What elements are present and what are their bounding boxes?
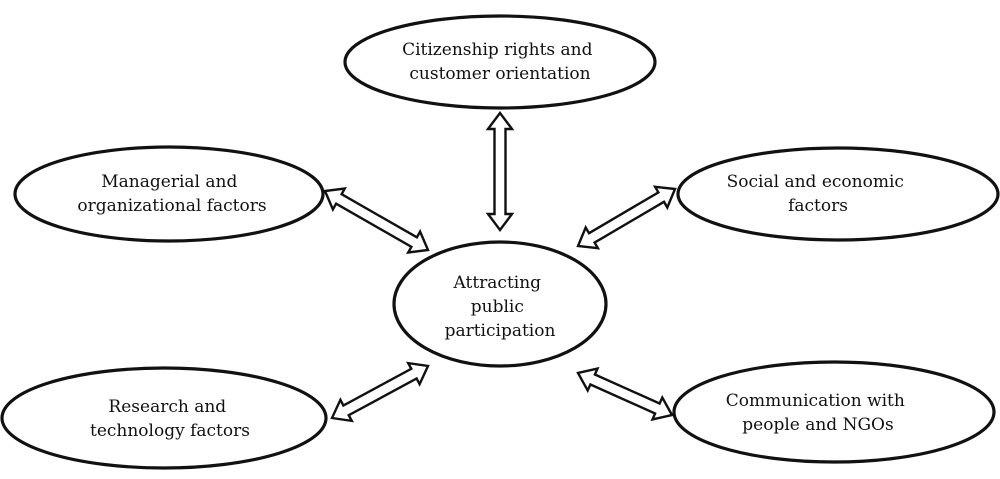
lower-left-node: Research and technology factors — [0, 366, 328, 470]
arrow-lower-left — [330, 361, 430, 423]
top-node-label: Citizenship rights and customer orientat… — [402, 40, 598, 84]
upper-left-node-ellipse — [13, 145, 325, 243]
arrow-upper-right — [576, 185, 677, 250]
center-node-line-3: participation — [445, 321, 556, 341]
center-node-label: Attracting public participation — [445, 273, 556, 341]
top-node-line-2: customer orientation — [409, 64, 590, 84]
lower-right-node-line-2: people and NGOs — [742, 415, 893, 435]
center-node: Attracting public participation — [392, 240, 608, 368]
upper-right-node: Social and economic factors — [676, 146, 1000, 242]
upper-left-node: Managerial and organizational factors — [13, 145, 325, 243]
upper-right-node-line-2: factors — [788, 196, 848, 216]
lower-right-node-label: Communication with people and NGOs — [726, 391, 911, 435]
upper-left-node-label: Managerial and organizational factors — [77, 172, 266, 216]
upper-right-node-label: Social and economic factors — [727, 172, 910, 216]
arrows-group — [323, 111, 677, 423]
lower-right-node-ellipse — [672, 360, 996, 464]
lower-left-node-line-1: Research and — [108, 397, 226, 417]
lower-left-node-label: Research and technology factors — [90, 397, 250, 441]
arrow-lower-right — [576, 366, 674, 422]
lower-right-node-line-1: Communication with — [726, 391, 905, 411]
top-node-ellipse — [343, 14, 657, 110]
top-node-line-1: Citizenship rights and — [402, 40, 593, 60]
arrow-top — [485, 111, 515, 232]
center-node-line-1: Attracting — [453, 273, 542, 293]
upper-left-node-line-2: organizational factors — [77, 196, 266, 216]
center-node-line-2: public — [471, 297, 524, 317]
top-node: Citizenship rights and customer orientat… — [343, 14, 657, 110]
lower-left-node-line-2: technology factors — [90, 421, 250, 441]
lower-right-node: Communication with people and NGOs — [672, 360, 996, 464]
upper-left-node-line-1: Managerial and — [101, 172, 237, 192]
upper-right-node-line-1: Social and economic — [727, 172, 904, 192]
upper-right-node-ellipse — [676, 146, 1000, 242]
arrow-upper-left — [323, 187, 430, 254]
center-node-ellipse — [392, 240, 608, 368]
lower-left-node-ellipse — [0, 366, 328, 470]
